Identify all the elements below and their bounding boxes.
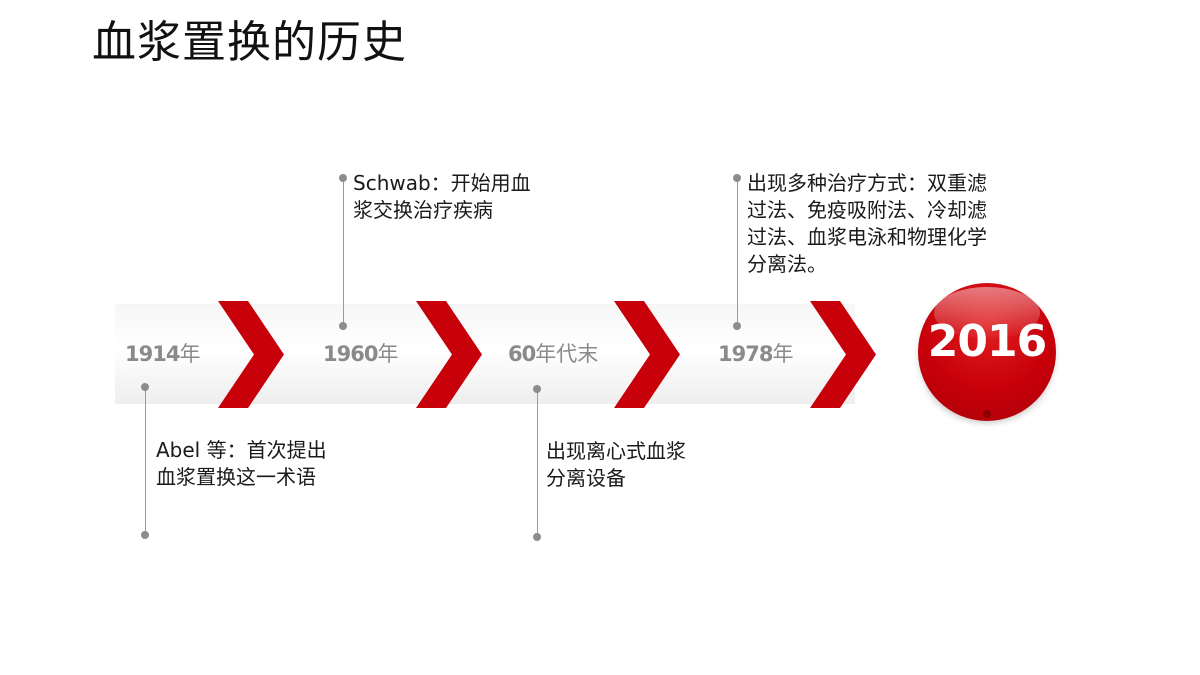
connector-dot — [141, 531, 149, 539]
event-1914-text: Abel 等：首次提出 血浆置换这一术语 — [156, 437, 327, 491]
chevron-arrow-icon — [614, 301, 680, 408]
year-label-1978: 1978年 — [718, 342, 794, 366]
connector-line — [537, 389, 538, 537]
connector-dot — [339, 322, 347, 330]
chevron-arrow-icon — [810, 301, 876, 408]
connector-dot — [339, 174, 347, 182]
event-text-line: 分离法。 — [747, 252, 827, 276]
chevron-arrow-icon — [416, 301, 482, 408]
event-text-line: 出现多种治疗方式：双重滤 — [747, 171, 987, 195]
connector-dot — [733, 174, 741, 182]
event-text-line: Schwab：开始用血 — [353, 171, 531, 195]
event-text-line: 血浆置换这一术语 — [156, 465, 316, 489]
connector-line — [145, 387, 146, 536]
event-1960-text: Schwab：开始用血 浆交换治疗疾病 — [353, 170, 531, 224]
page-title: 血浆置换的历史 — [92, 17, 407, 68]
event-text-line: 过法、免疫吸附法、冷却滤 — [747, 198, 987, 222]
chevron-arrow-icon — [218, 301, 284, 408]
year-label-1914: 1914年 — [125, 342, 201, 366]
event-text-line: 过法、血浆电泳和物理化学 — [747, 225, 987, 249]
final-year-label: 2016 — [927, 316, 1047, 367]
connector-line — [737, 178, 738, 326]
event-text-line: 出现离心式血浆 — [546, 439, 686, 463]
event-60s-text: 出现离心式血浆 分离设备 — [546, 438, 686, 492]
event-1978-text: 出现多种治疗方式：双重滤 过法、免疫吸附法、冷却滤 过法、血浆电泳和物理化学 分… — [747, 170, 987, 278]
connector-line — [343, 178, 344, 326]
connector-dot — [533, 533, 541, 541]
year-label-60s: 60年代末 — [508, 342, 599, 366]
year-label-1960: 1960年 — [323, 342, 399, 366]
connector-dot — [533, 385, 541, 393]
event-text-line: 浆交换治疗疾病 — [353, 198, 493, 222]
circle-marker-dot — [983, 410, 991, 418]
final-year-circle — [918, 283, 1056, 421]
event-text-line: 分离设备 — [546, 466, 626, 490]
connector-dot — [141, 383, 149, 391]
event-text-line: Abel 等：首次提出 — [156, 438, 327, 462]
connector-dot — [733, 322, 741, 330]
circle-highlight — [934, 287, 1040, 339]
